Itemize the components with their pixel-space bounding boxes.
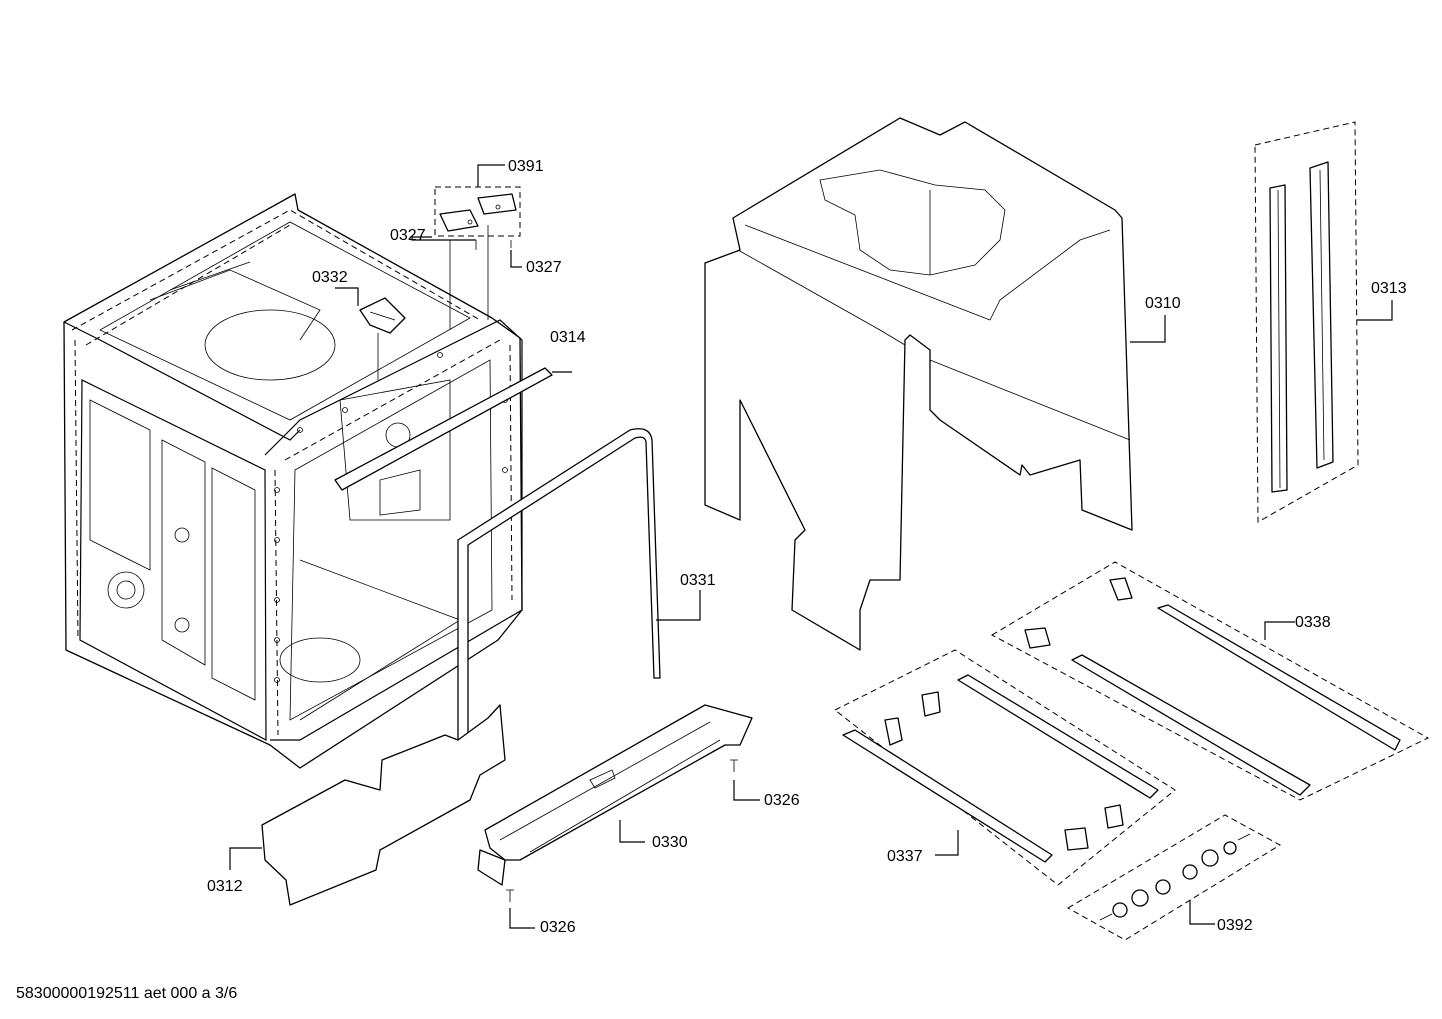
label-0313: 0313 xyxy=(1371,280,1407,297)
label-0327-right: 0327 xyxy=(526,259,562,276)
label-0392: 0392 xyxy=(1217,917,1253,934)
label-0326-lower: 0326 xyxy=(540,919,576,936)
part-0314-drawing xyxy=(334,367,572,491)
bracket-0391-group xyxy=(434,164,521,250)
part-0310-drawing xyxy=(704,117,1166,651)
label-0331: 0331 xyxy=(680,572,716,589)
label-0312: 0312 xyxy=(207,878,243,895)
label-0338: 0338 xyxy=(1295,614,1331,631)
part-0331-drawing xyxy=(457,428,701,791)
label-0310: 0310 xyxy=(1145,295,1181,312)
label-0326-upper: 0326 xyxy=(764,792,800,809)
part-0313-drawing xyxy=(1254,121,1393,523)
leader-lines-0327 xyxy=(411,225,522,330)
part-0392-drawing xyxy=(1066,814,1281,941)
label-0330: 0330 xyxy=(652,834,688,851)
part-0332-drawing xyxy=(335,287,406,380)
part-0337-drawing xyxy=(834,649,1176,886)
dishwasher-tub-drawing xyxy=(63,193,523,769)
label-0327-left: 0327 xyxy=(390,227,426,244)
part-0330-drawing xyxy=(477,704,760,929)
part-0338-drawing xyxy=(990,561,1430,801)
document-footer-id: 58300000192511 aet 000 a 3/6 xyxy=(16,985,237,1002)
part-0312-drawing xyxy=(229,704,506,906)
label-0314: 0314 xyxy=(550,329,586,346)
label-0337: 0337 xyxy=(887,848,923,865)
label-0332: 0332 xyxy=(312,269,348,286)
label-0391: 0391 xyxy=(508,158,544,175)
